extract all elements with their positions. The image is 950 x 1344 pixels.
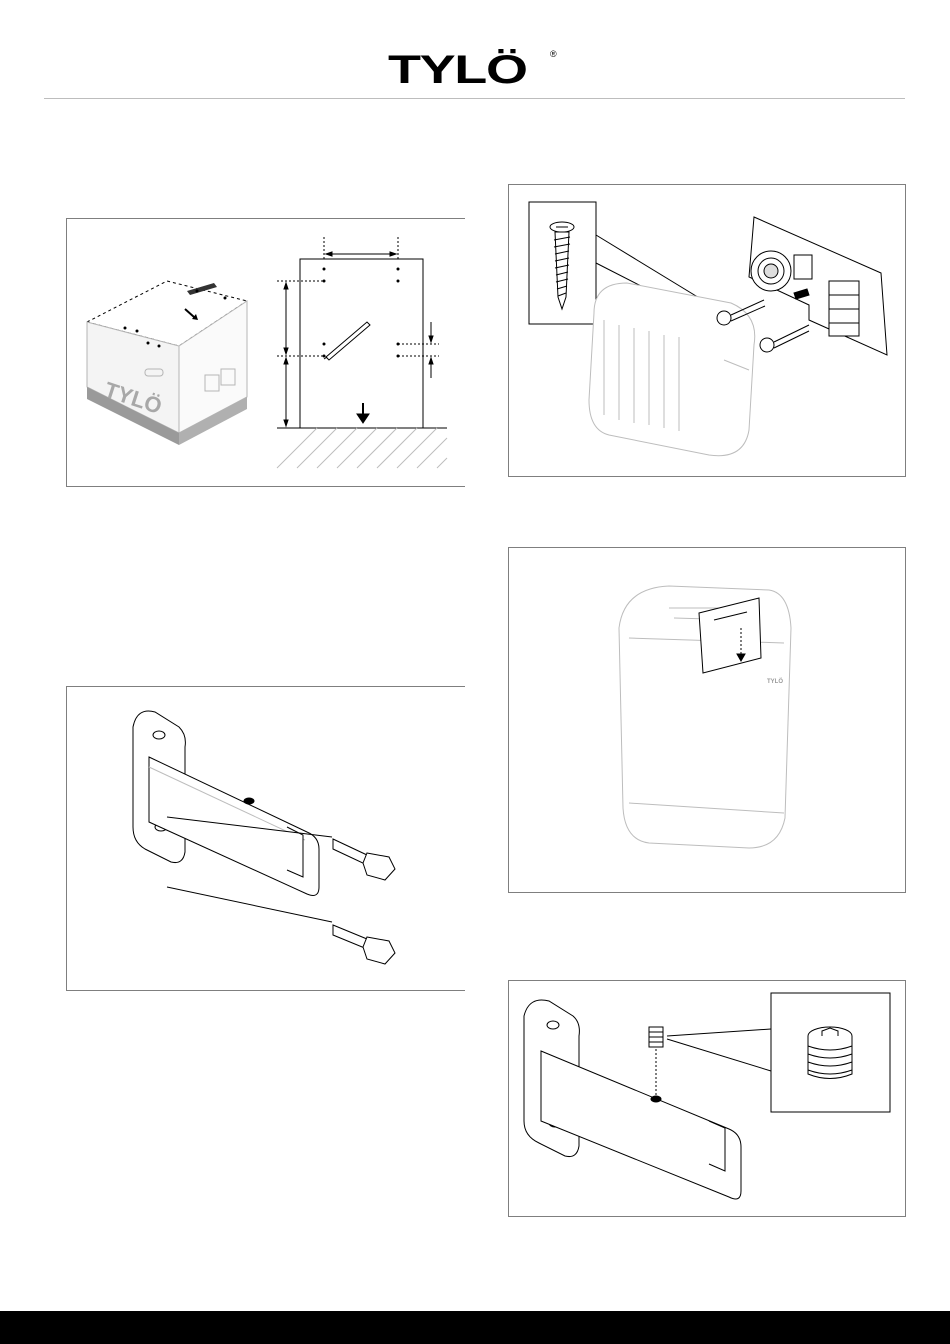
figure-bracket-set-screw xyxy=(508,980,906,1217)
set-screw-inset xyxy=(771,993,890,1112)
figure-heater-top: TYLÖ xyxy=(508,547,906,893)
heater-front-logo: TYLÖ xyxy=(767,678,783,685)
sensor-mounting-illustration xyxy=(509,185,907,478)
figure-wall-bracket-screws xyxy=(66,686,465,991)
header-divider xyxy=(44,98,905,99)
tylo-logo: TYLÖ ® xyxy=(388,50,558,92)
sensor-board xyxy=(749,217,887,355)
carton-template-illustration: TYLÖ xyxy=(67,219,466,488)
heater-top-illustration: TYLÖ xyxy=(509,548,907,894)
brand-wordmark: TYLÖ xyxy=(388,50,527,90)
footer-bar xyxy=(0,1311,950,1344)
carton-box xyxy=(87,281,247,445)
figure-sensor-mounting xyxy=(508,184,906,477)
set-screw xyxy=(649,1027,771,1071)
registered-mark: ® xyxy=(550,50,557,59)
figure-carton-template: TYLÖ xyxy=(66,218,465,487)
heater-body xyxy=(589,283,755,456)
wall-bracket-illustration xyxy=(67,687,466,992)
bracket-arm xyxy=(149,757,319,895)
mounting-template-sheet xyxy=(277,237,447,468)
set-screw-illustration xyxy=(509,981,907,1218)
